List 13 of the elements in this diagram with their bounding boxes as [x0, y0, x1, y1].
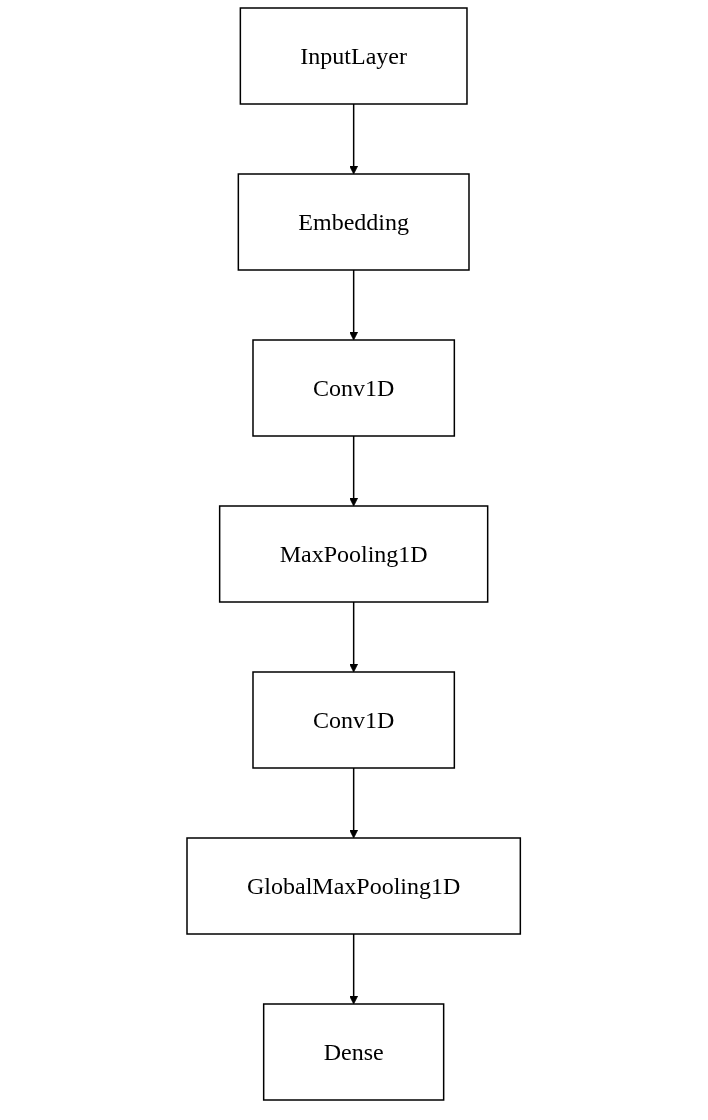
node-box: Conv1D — [252, 671, 456, 769]
arrow — [349, 767, 359, 839]
node-box: Embedding — [237, 173, 471, 271]
node-box: GlobalMaxPooling1D — [186, 837, 522, 935]
arrow — [349, 435, 359, 507]
node-box: InputLayer — [239, 7, 469, 105]
node-box: Dense — [263, 1003, 445, 1101]
node-box: MaxPooling1D — [219, 505, 489, 603]
arrow — [349, 601, 359, 673]
arrow — [349, 933, 359, 1005]
node-box: Conv1D — [252, 339, 456, 437]
arrow — [349, 103, 359, 175]
arrow — [349, 269, 359, 341]
